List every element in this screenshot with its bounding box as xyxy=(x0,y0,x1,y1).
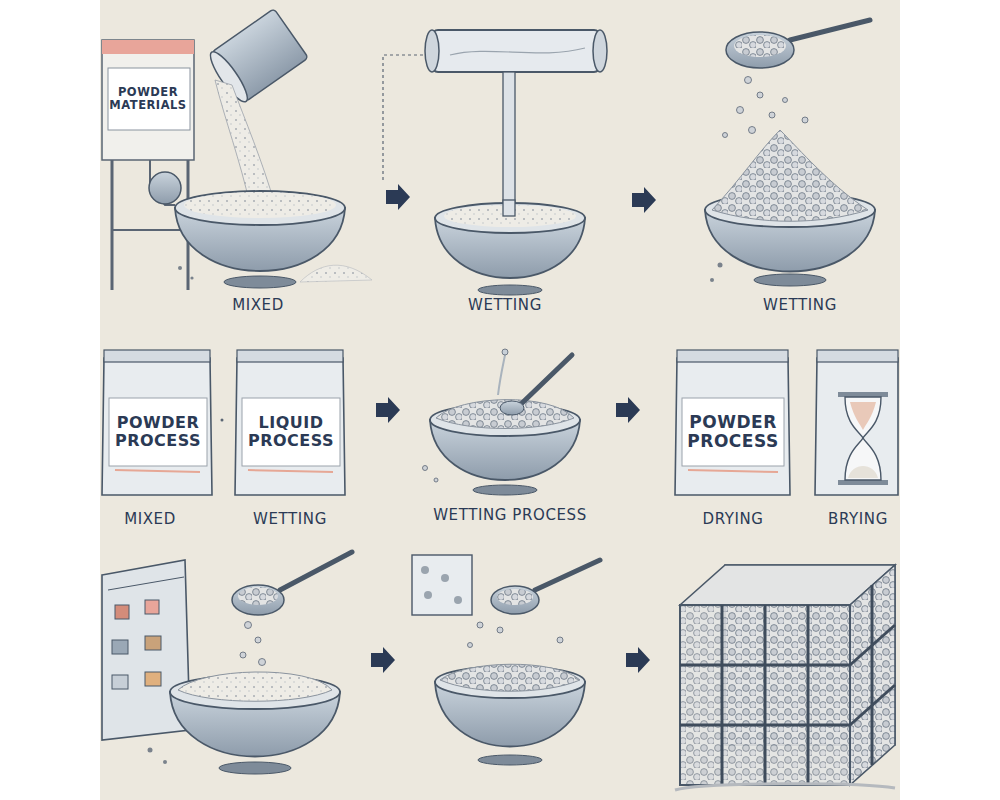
step-caption: WETTING xyxy=(763,296,837,314)
step-caption: MIXED xyxy=(232,296,284,314)
bag-text: LIQUID PROCESS xyxy=(247,414,335,449)
bag-label: LIQUID PROCESS xyxy=(242,398,340,466)
step-caption: WETTING xyxy=(253,510,327,528)
step-caption: DRYING xyxy=(702,510,763,528)
step-caption: BRYING xyxy=(828,510,888,528)
bag-text: POWDER PROCESS xyxy=(687,413,779,450)
bag-label: POWDER PROCESS xyxy=(682,398,784,466)
bag-text: POWDER PROCESS xyxy=(114,414,202,449)
bag-label: POWDER MATERIALS xyxy=(104,66,192,132)
bag-text: POWDER MATERIALS xyxy=(109,86,187,111)
step-caption: MIXED xyxy=(124,510,176,528)
step-caption: WETTING PROCESS xyxy=(433,506,587,524)
step-caption: WETTING xyxy=(468,296,542,314)
bag-label: POWDER PROCESS xyxy=(109,398,207,466)
